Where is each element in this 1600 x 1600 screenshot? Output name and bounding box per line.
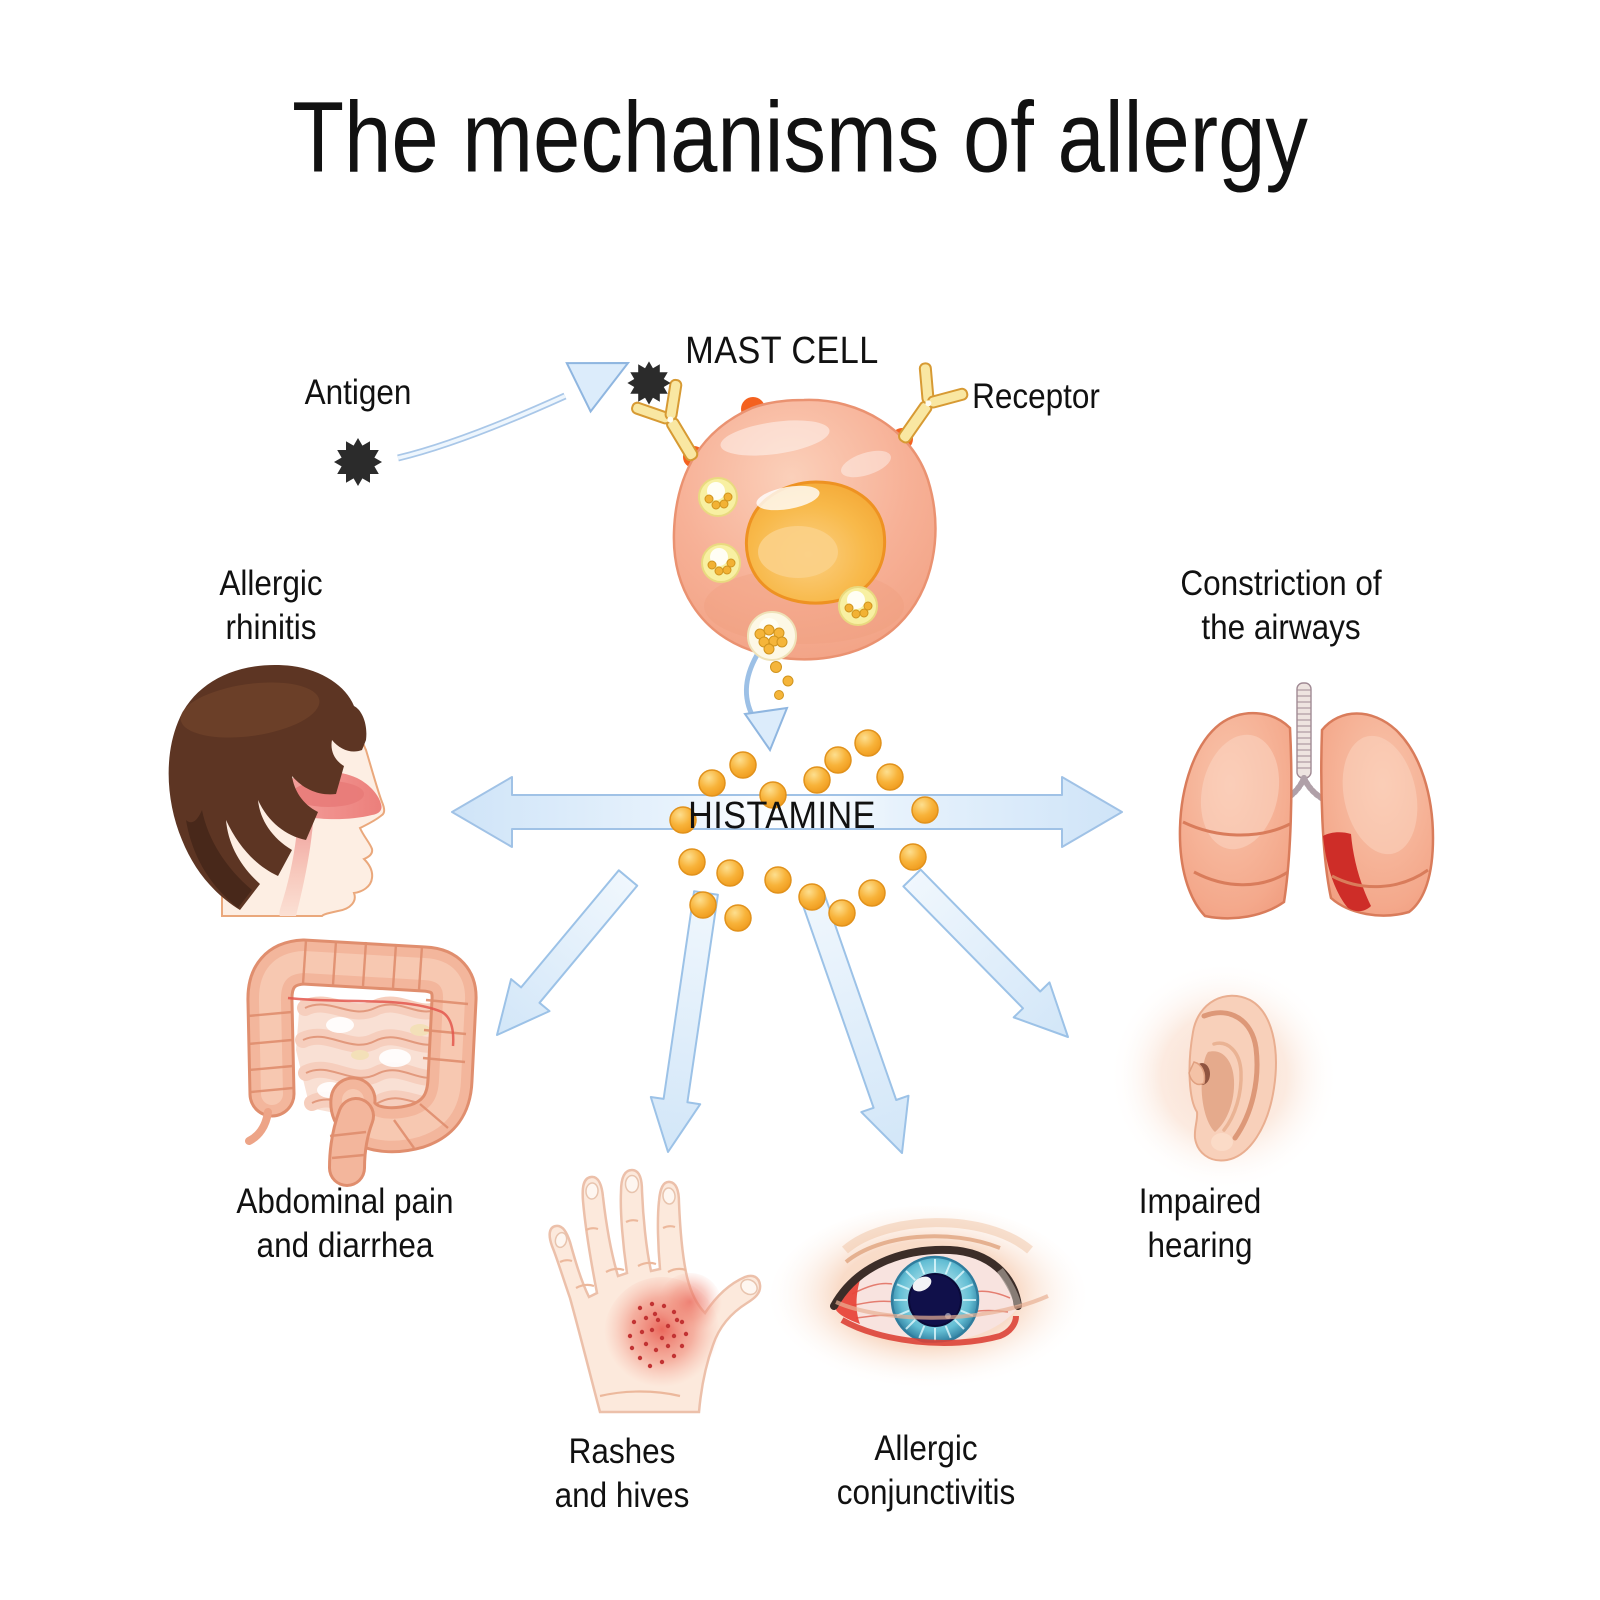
symptom-label-abdominal: Abdominal pain and diarrhea — [236, 1181, 454, 1265]
arrow-to-intestines-icon — [496, 869, 639, 1036]
page-title: The mechanisms of allergy — [292, 81, 1308, 194]
arrow-to-ear-icon — [902, 868, 1069, 1038]
granule-vesicle-icon — [701, 543, 741, 583]
histamine-label: HISTAMINE — [688, 795, 876, 838]
symptom-label-airways: Constriction of the airways — [1180, 563, 1382, 647]
ear-icon — [1109, 961, 1339, 1191]
symptom-label-hearing: Impaired hearing — [1138, 1181, 1262, 1265]
symptom-label-rashes: Rashes and hives — [554, 1431, 690, 1515]
bound-antigen-icon — [627, 361, 671, 405]
histamine-spread-arrows — [451, 776, 1123, 1154]
symptom-label-conjunctivitis: Allergic conjunctivitis — [836, 1428, 1016, 1512]
granule-vesicle-icon — [838, 586, 878, 626]
arrow-to-hand-icon — [649, 890, 719, 1153]
rash-speckles — [627, 1301, 689, 1369]
tragus-shape — [1188, 1061, 1206, 1086]
head-profile-icon — [168, 665, 386, 917]
hand-rash-icon — [548, 1168, 762, 1414]
intestines-icon — [245, 938, 478, 1187]
mast-cell-icon — [626, 357, 974, 700]
trachea-shape — [1296, 682, 1312, 779]
antigen-binding-arrow-icon — [397, 361, 631, 462]
arrow-to-eye-icon — [799, 890, 910, 1154]
inflamed-lung-patch — [1323, 832, 1371, 912]
receptor-label: Receptor — [972, 376, 1100, 416]
fingernails — [554, 1174, 758, 1296]
degranulation-icon — [747, 611, 797, 700]
histamine-release-arrow-icon — [743, 653, 789, 753]
mast-cell-label: MAST CELL — [685, 330, 879, 373]
antigen-icon — [334, 438, 382, 486]
eye-icon — [770, 1206, 1086, 1390]
histamine-granules-icon — [669, 729, 939, 932]
granule-vesicle-icon — [698, 477, 738, 517]
lungs-icon — [1178, 682, 1435, 920]
antigen-label: Antigen — [304, 372, 412, 412]
symptom-label-rhinitis: Allergic rhinitis — [219, 563, 323, 647]
arrow-left-right-icon — [451, 776, 1123, 848]
appendix-shape — [245, 1108, 272, 1145]
lower-lid-red-rim — [840, 1315, 1019, 1346]
helix-curve — [1201, 1010, 1260, 1141]
pharynx-shape — [279, 818, 313, 916]
